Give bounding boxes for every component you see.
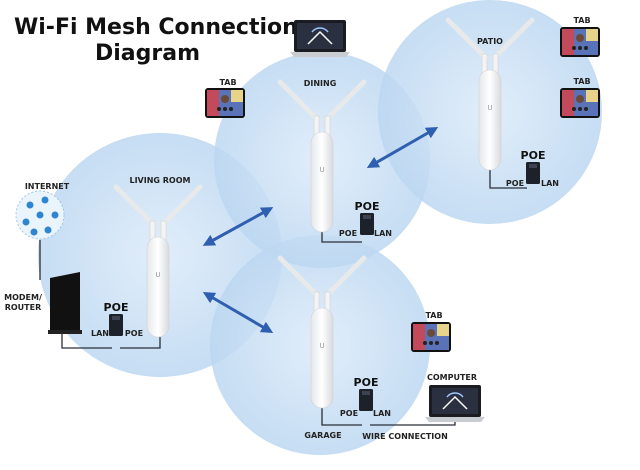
poe-title: POE: [104, 301, 129, 314]
poe-injector-icon: [109, 314, 123, 336]
poe-injector-icon: [359, 389, 373, 411]
poe-title: POE: [355, 200, 380, 213]
poe-injector-icon: [360, 213, 374, 235]
wire-connection-label: WIRE CONNECTION: [362, 432, 448, 441]
poe-lan-label: LAN: [91, 329, 109, 338]
poe-port-label: POE: [340, 409, 358, 418]
poe-port-label: POE: [125, 329, 143, 338]
room-label-patio: PATIO: [477, 37, 503, 46]
mesh-link-arrow: [366, 127, 439, 168]
poe-title: POE: [521, 149, 546, 162]
poe-port-label: POE: [506, 179, 524, 188]
internet-label: INTERNET: [25, 182, 70, 191]
tablet-icon: [560, 27, 600, 57]
poe-lan-label: LAN: [373, 409, 391, 418]
tablet-icon: [205, 88, 245, 118]
laptop-icon: [289, 19, 351, 58]
title-line2: Diagram: [95, 41, 200, 66]
tablet-icon: [411, 322, 451, 352]
room-label-living: LIVING ROOM: [129, 176, 190, 185]
poe-port-label: POE: [339, 229, 357, 238]
title-line1: Wi-Fi Mesh Connection: [14, 15, 298, 40]
computer-label: COMPUTER: [427, 373, 477, 382]
tab-label: TAB: [219, 78, 236, 87]
poe-lan-label: LAN: [374, 229, 392, 238]
poe-lan-label: LAN: [541, 179, 559, 188]
tab-label: TAB: [573, 77, 590, 86]
wire-dining: [321, 228, 362, 243]
mesh-link-arrow: [202, 291, 274, 334]
modem-label-line1: MODEM/: [4, 293, 42, 302]
tablet-icon: [560, 88, 600, 118]
modem-router-icon: [48, 272, 82, 334]
mesh-link-arrow: [202, 207, 274, 246]
poe-title: POE: [354, 376, 379, 389]
room-label-dining: DINING: [304, 79, 337, 88]
poe-injector-icon: [526, 162, 540, 184]
internet-globe-icon: [15, 190, 65, 240]
tab-label: TAB: [573, 16, 590, 25]
wire-patio: [489, 165, 527, 189]
laptop-icon: [424, 384, 486, 423]
modem-label-line2: ROUTER: [5, 303, 42, 312]
tab-label: TAB: [425, 311, 442, 320]
room-label-garage: GARAGE: [304, 431, 341, 440]
